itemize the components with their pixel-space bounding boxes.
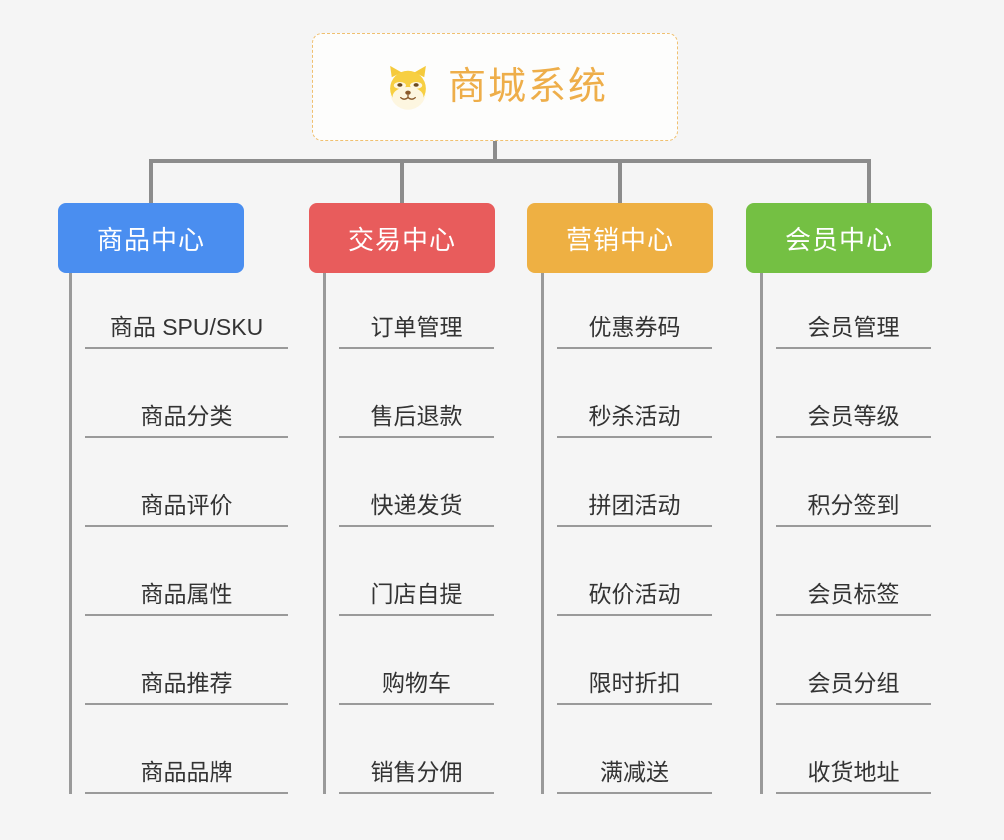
leaf-label: 收货地址 [807, 759, 900, 785]
branch-label: 营销中心 [565, 224, 674, 255]
leaf-item[interactable]: 商品推荐 [85, 616, 288, 705]
leaf-item[interactable]: 售后退款 [339, 349, 494, 438]
leaf-label: 门店自提 [370, 581, 463, 607]
branch-column-1: 交易中心 订单管理 售后退款 快递发货 门店自提 购物车 销售分佣 [309, 203, 495, 794]
leaf-label: 积分签到 [807, 492, 900, 518]
leaf-label: 购物车 [382, 670, 451, 696]
branch-column-3: 会员中心 会员管理 会员等级 积分签到 会员标签 会员分组 收货地址 [746, 203, 932, 794]
leaf-label: 会员等级 [807, 403, 900, 429]
leaf-label: 商品评价 [140, 492, 233, 518]
leaf-item[interactable]: 门店自提 [339, 527, 494, 616]
leaf-item[interactable]: 订单管理 [339, 273, 494, 349]
leaf-item[interactable]: 商品品牌 [85, 705, 288, 794]
leaf-label: 秒杀活动 [588, 403, 681, 429]
leaf-item[interactable]: 购物车 [339, 616, 494, 705]
connector-horizontal-bus [149, 159, 871, 163]
branch-label: 会员中心 [784, 224, 893, 255]
leaf-label: 商品分类 [140, 403, 233, 429]
branch-column-2: 营销中心 优惠券码 秒杀活动 拼团活动 砍价活动 限时折扣 满减送 [527, 203, 713, 794]
leaf-item[interactable]: 限时折扣 [557, 616, 712, 705]
branch-header-3[interactable]: 会员中心 [746, 203, 932, 273]
branch-header-2[interactable]: 营销中心 [527, 203, 713, 273]
leaf-label: 商品属性 [140, 581, 233, 607]
leaf-label: 快递发货 [370, 492, 463, 518]
leaf-label: 满减送 [600, 759, 669, 785]
leaf-item[interactable]: 会员管理 [776, 273, 931, 349]
shiba-inu-dog-face-icon [390, 65, 426, 110]
leaf-item[interactable]: 商品 SPU/SKU [85, 273, 288, 349]
leaf-label: 商品 SPU/SKU [109, 314, 264, 340]
branch-column-0: 商品中心 商品 SPU/SKU 商品分类 商品评价 商品属性 商品推荐 商品品牌 [58, 203, 288, 794]
branch-header-0[interactable]: 商品中心 [58, 203, 244, 273]
leaf-label: 会员标签 [807, 581, 900, 607]
leaf-item[interactable]: 商品分类 [85, 349, 288, 438]
leaf-item[interactable]: 会员分组 [776, 616, 931, 705]
leaf-label: 订单管理 [370, 314, 463, 340]
leaf-item[interactable]: 会员等级 [776, 349, 931, 438]
leaf-item[interactable]: 快递发货 [339, 438, 494, 527]
leaf-label: 拼团活动 [588, 492, 681, 518]
branch-leaf-tree-0: 商品 SPU/SKU 商品分类 商品评价 商品属性 商品推荐 商品品牌 [69, 273, 288, 794]
branch-header-1[interactable]: 交易中心 [309, 203, 495, 273]
leaf-label: 会员管理 [807, 314, 900, 340]
leaf-item[interactable]: 秒杀活动 [557, 349, 712, 438]
leaf-item[interactable]: 砍价活动 [557, 527, 712, 616]
connector-drop-1 [400, 159, 404, 205]
leaf-item[interactable]: 商品属性 [85, 527, 288, 616]
leaf-item[interactable]: 会员标签 [776, 527, 931, 616]
leaf-item[interactable]: 销售分佣 [339, 705, 494, 794]
leaf-label: 优惠券码 [588, 314, 681, 340]
leaf-item[interactable]: 满减送 [557, 705, 712, 794]
leaf-item[interactable]: 商品评价 [85, 438, 288, 527]
leaf-label: 售后退款 [370, 403, 463, 429]
leaf-item[interactable]: 积分签到 [776, 438, 931, 527]
branch-leaf-tree-1: 订单管理 售后退款 快递发货 门店自提 购物车 销售分佣 [323, 273, 495, 794]
leaf-label: 销售分佣 [370, 759, 463, 785]
leaf-label: 会员分组 [807, 670, 900, 696]
leaf-item[interactable]: 拼团活动 [557, 438, 712, 527]
leaf-item[interactable]: 收货地址 [776, 705, 931, 794]
branch-leaf-tree-2: 优惠券码 秒杀活动 拼团活动 砍价活动 限时折扣 满减送 [541, 273, 713, 794]
connector-root-stem [493, 141, 497, 162]
branch-label: 商品中心 [96, 224, 205, 255]
leaf-label: 商品品牌 [140, 759, 233, 785]
root-title: 商城系统 [447, 66, 608, 108]
leaf-label: 限时折扣 [588, 670, 681, 696]
leaf-label: 商品推荐 [140, 670, 233, 696]
connector-drop-2 [618, 159, 622, 205]
root-node[interactable]: 商城系统 [312, 33, 678, 141]
connector-drop-3 [867, 159, 871, 205]
leaf-item[interactable]: 优惠券码 [557, 273, 712, 349]
branch-leaf-tree-3: 会员管理 会员等级 积分签到 会员标签 会员分组 收货地址 [760, 273, 932, 794]
branch-label: 交易中心 [347, 224, 456, 255]
connector-drop-0 [149, 159, 153, 205]
leaf-label: 砍价活动 [588, 581, 681, 607]
